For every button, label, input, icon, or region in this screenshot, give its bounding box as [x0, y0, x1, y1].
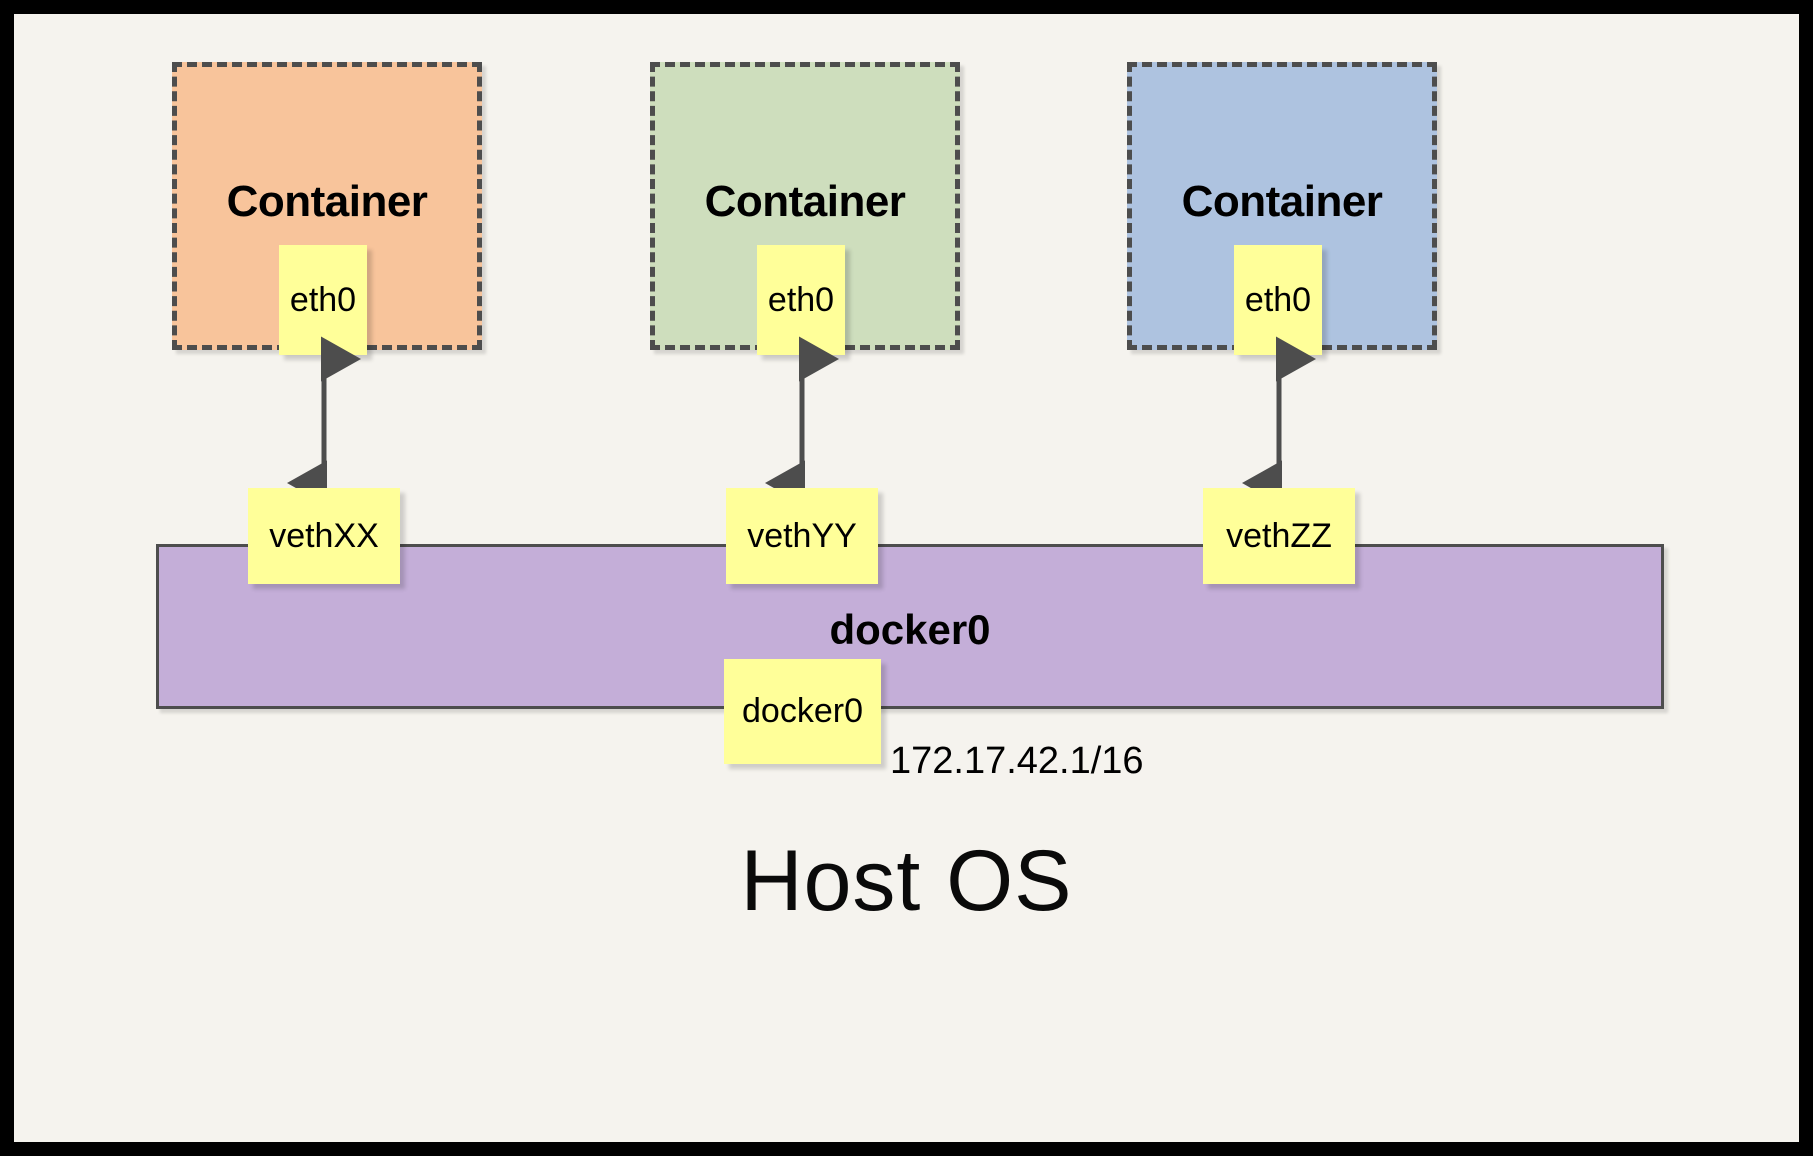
eth0-interface-1[interactable]: eth0	[279, 245, 367, 355]
eth0-interface-3[interactable]: eth0	[1234, 245, 1322, 355]
veth-interface-1[interactable]: vethXX	[248, 488, 400, 584]
container-title-2: Container	[704, 177, 906, 226]
eth0-interface-2[interactable]: eth0	[757, 245, 845, 355]
container-title-3: Container	[1181, 177, 1383, 226]
docker0-bridge-label: docker0	[829, 606, 991, 653]
container-title-1: Container	[226, 177, 428, 226]
veth-interface-3[interactable]: vethZZ	[1203, 488, 1355, 584]
veth-link-arrow-3	[1242, 336, 1317, 506]
host-os-title: Host OS	[740, 833, 1073, 929]
docker0-interface[interactable]: docker0	[724, 659, 881, 764]
docker0-bridge[interactable]	[156, 544, 1664, 709]
veth-interface-2[interactable]: vethYY	[726, 488, 878, 584]
veth-link-arrow-1	[287, 336, 362, 506]
docker0-ip-label: 172.17.42.1/16	[890, 740, 1144, 782]
veth-link-arrow-2	[765, 336, 840, 506]
